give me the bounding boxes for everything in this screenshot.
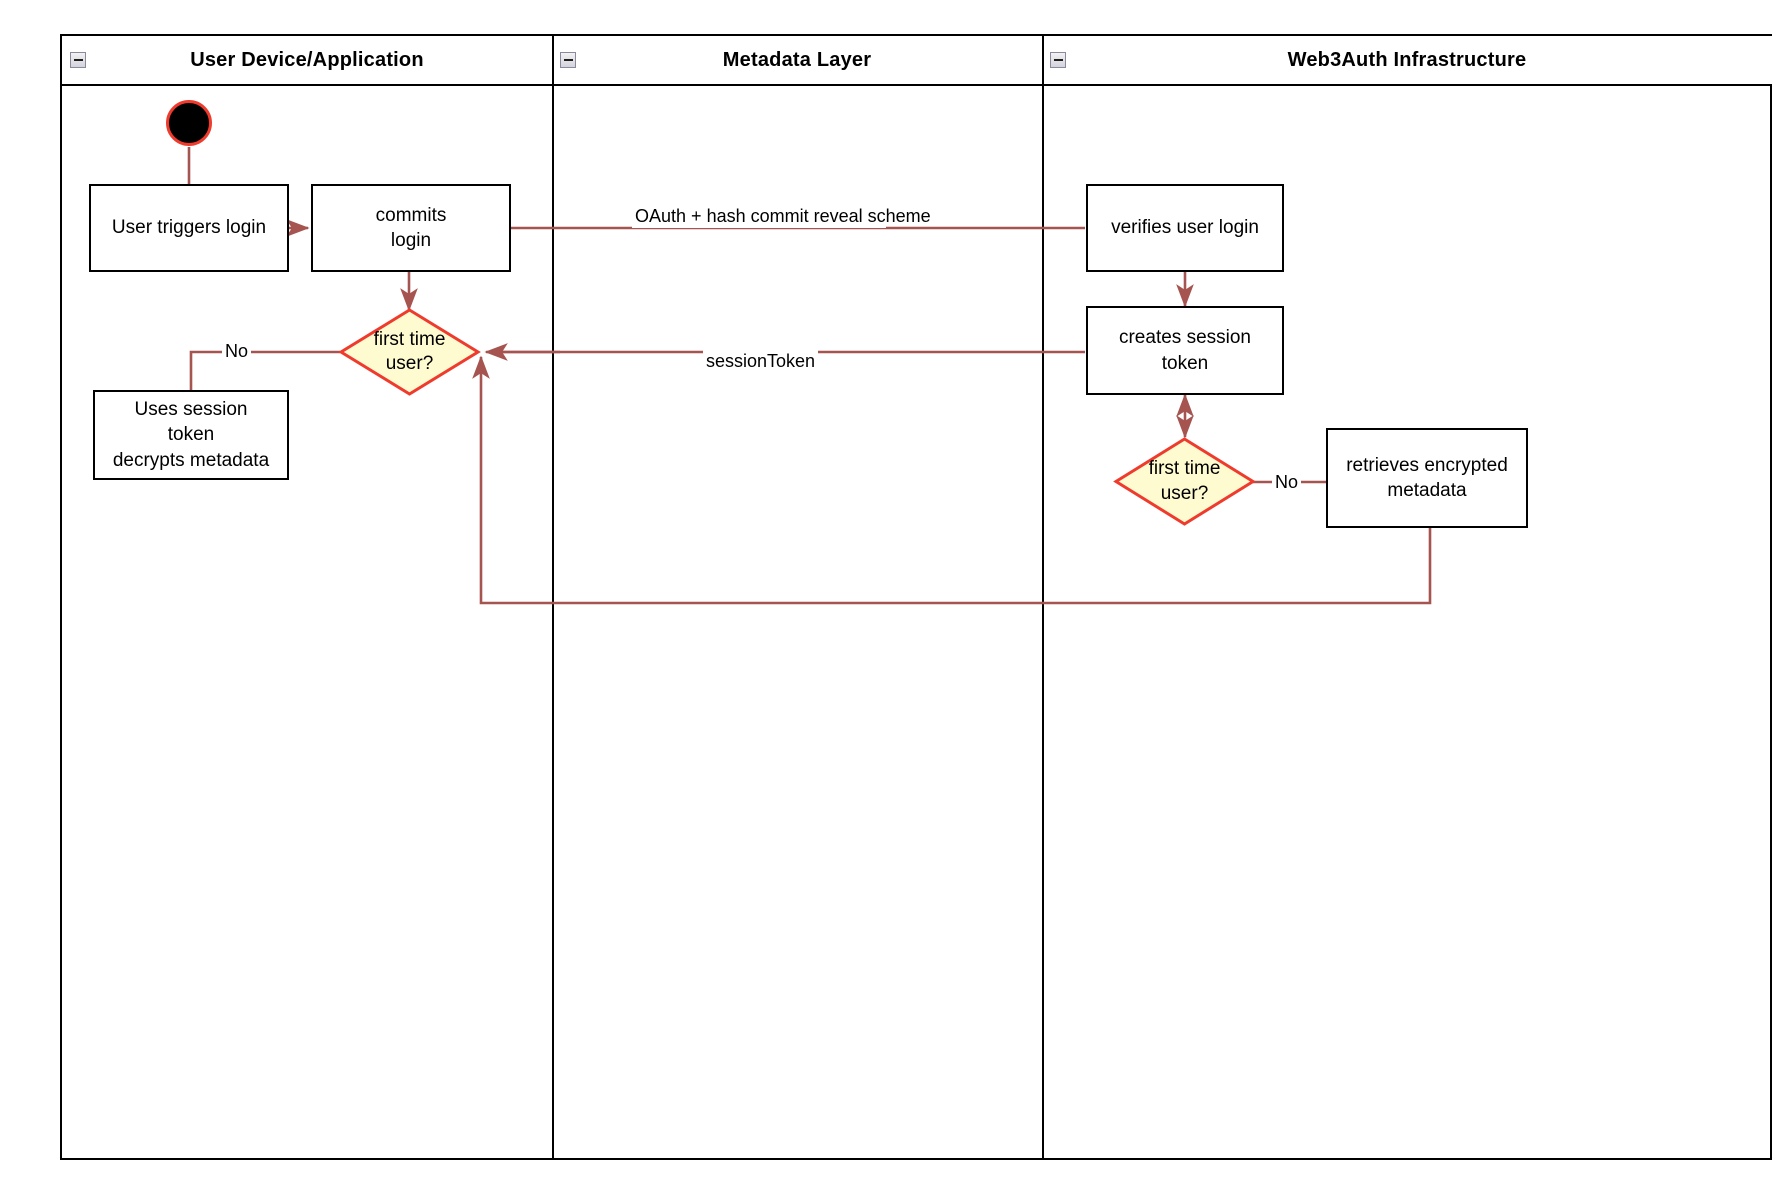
action-creates-session-token-label-line2: token — [1161, 352, 1209, 374]
lane-divider-1 — [552, 36, 554, 1158]
action-commits-login-label-line2: login — [390, 230, 432, 251]
edge-label-no-left: No — [222, 340, 252, 364]
edge-label-no-right: No — [1272, 471, 1302, 495]
edge-label-oauth-line1: OAuth + — [635, 206, 702, 226]
action-uses-session-token[interactable]: Uses session token decrypts metadata — [93, 390, 289, 480]
action-uses-session-token-label-line2: token — [167, 424, 215, 446]
lane-divider-2 — [1042, 36, 1044, 1158]
decision-first-time-user-web3auth[interactable]: first time user? — [1113, 437, 1256, 526]
action-uses-session-token-label-line3: decrypts metadata — [112, 449, 270, 471]
lane-title-user-device: User Device/Application — [190, 48, 424, 71]
minus-box-icon[interactable] — [70, 52, 86, 68]
action-retrieves-encrypted-metadata-label-line1: retrieves encrypted — [1346, 454, 1508, 476]
action-user-triggers-login-label: User triggers login — [111, 217, 267, 239]
action-verifies-user-login[interactable]: verifies user login — [1086, 184, 1284, 272]
action-uses-session-token-label-line1: Uses session — [134, 399, 248, 421]
start-node[interactable] — [166, 100, 212, 146]
minus-box-icon[interactable] — [1050, 52, 1066, 68]
lane-header-web3auth[interactable]: Web3Auth Infrastructure — [1042, 36, 1772, 86]
edge-label-session-token: sessionToken — [703, 350, 819, 374]
action-verifies-user-login-label: verifies user login — [1111, 217, 1259, 239]
decision-first-time-user-device[interactable]: first time user? — [338, 308, 481, 396]
action-user-triggers-login[interactable]: User triggers login — [89, 184, 289, 272]
lane-title-metadata: Metadata Layer — [722, 48, 872, 71]
action-commits-login-label-line1: commits — [375, 204, 447, 226]
lane-header-metadata[interactable]: Metadata Layer — [552, 36, 1042, 86]
action-retrieves-encrypted-metadata-label-line2: metadata — [1387, 480, 1467, 501]
lane-header-user-device[interactable]: User Device/Application — [62, 36, 552, 86]
lane-title-web3auth: Web3Auth Infrastructure — [1287, 48, 1527, 71]
edge-label-oauth-line2: hash commit reveal scheme — [706, 206, 931, 226]
action-commits-login[interactable]: commits login — [311, 184, 511, 272]
action-creates-session-token-label-line1: creates session — [1118, 327, 1251, 349]
edge-label-oauth: OAuth + hash commit reveal scheme — [632, 205, 931, 229]
action-retrieves-encrypted-metadata[interactable]: retrieves encrypted metadata — [1326, 428, 1528, 528]
minus-box-icon[interactable] — [560, 52, 576, 68]
action-creates-session-token[interactable]: creates session token — [1086, 306, 1284, 395]
